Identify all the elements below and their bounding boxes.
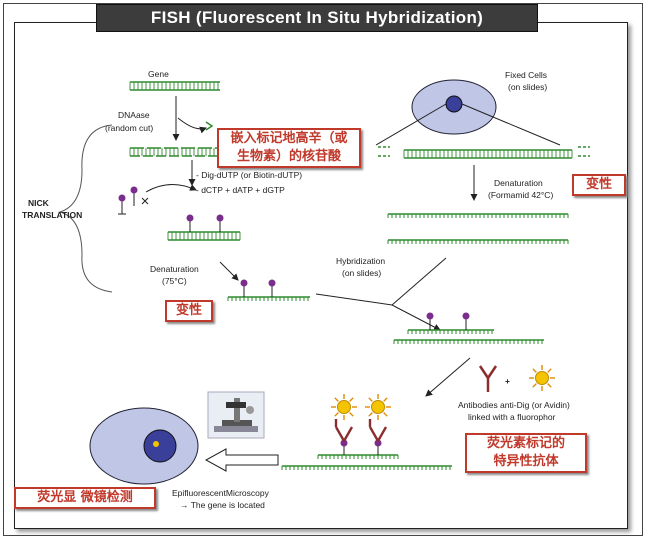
fluorophore-icon (529, 365, 555, 391)
nick-translation-brace (58, 124, 113, 293)
translation-label: TRANSLATION (22, 210, 82, 220)
annotation-antibody: 荧光素标记的 特异性抗体 (465, 433, 587, 473)
single-strand-probe (227, 296, 310, 301)
hybrid-probe-strand (407, 329, 494, 334)
fixed-cells-label: Fixed Cells (505, 70, 547, 80)
zoom-line-right (461, 103, 561, 146)
chromosome-dna (403, 149, 573, 159)
microscope-icon (207, 391, 265, 439)
bound-target-strand (281, 465, 452, 470)
cut-arrow (177, 117, 207, 134)
dntps-label: - dCTP + dATP + dGTP (196, 185, 285, 195)
annotation-denature-right: 变性 (572, 174, 626, 196)
chromosome-ends (378, 146, 590, 157)
hybrid-pins (426, 312, 470, 330)
denaturation-75-temp: (75°C) (162, 276, 187, 286)
denaturation-42-temp: (Formamid 42°C) (488, 190, 553, 200)
antibody-complexes (331, 394, 391, 455)
detection-arrow (204, 448, 279, 472)
nicked-dna (129, 147, 220, 157)
labeled-probe-dna (167, 231, 241, 241)
denature-left-arrow (219, 261, 239, 281)
annotation-antibody-line-1: 荧光素标记的 (486, 436, 565, 451)
separated-strand-top (387, 213, 569, 218)
diagram-title: FISH (Fluorescent In Situ Hybridization) (96, 4, 538, 32)
hybridization-slides: (on slides) (342, 268, 381, 278)
annotation-antibody-line-2: 特异性抗体 (493, 454, 559, 469)
plus-sign: + (505, 376, 510, 386)
annotation-line-1: 嵌入标记地高辛（或 (230, 131, 348, 146)
detected-nucleus (143, 429, 177, 463)
antibody-icon (478, 365, 498, 392)
dnase-label: DNAase (118, 110, 150, 120)
antibody-step-arrow (425, 357, 471, 397)
single-probe-pins (240, 279, 276, 297)
gene-dna (129, 81, 220, 91)
cut-fragment-icon (205, 121, 214, 131)
free-nucleotides-icon (118, 186, 149, 215)
gene-located-label: → The gene is located (180, 500, 265, 510)
annotation-denature-left: 变性 (165, 300, 213, 322)
incorporation-arrow (145, 184, 197, 193)
annotation-microscope: 荧光显 微镜检测 (14, 487, 156, 509)
probe-label-pins (186, 214, 224, 232)
hyb-line-merge (391, 257, 447, 331)
annotation-line-2: 生物素）的核苷酸 (236, 149, 341, 164)
microscopy-label: EpifluorescentMicroscopy (172, 488, 270, 498)
annotation-labeled-nucleotide: 嵌入标记地高辛（或 生物素）的核苷酸 (217, 128, 361, 168)
separated-strand-bottom (387, 239, 569, 244)
denaturation-75-label: Denaturation (150, 264, 199, 274)
hybrid-target-strand (393, 339, 544, 344)
random-cut-label: (random cut) (105, 123, 153, 133)
hybridization-label: Hybridization (336, 256, 385, 266)
bound-probe-strand (317, 454, 399, 459)
dig-dutp-label: - Dig-dUTP (or Biotin-dUTP) (196, 170, 302, 180)
zoom-line-left (375, 103, 447, 146)
denaturation-42-label: Denaturation (494, 178, 543, 188)
cell-nucleus (445, 95, 463, 113)
on-slides-label: (on slides) (508, 82, 547, 92)
antibodies-label: Antibodies anti-Dig (or Avidin) (458, 400, 570, 410)
hyb-line-left (315, 293, 393, 306)
gene-label: Gene (148, 69, 169, 79)
fluorophor-label: linked with a fluorophor (468, 412, 556, 422)
fluorescent-signal (153, 441, 159, 447)
nick-label: NICK (28, 198, 50, 208)
